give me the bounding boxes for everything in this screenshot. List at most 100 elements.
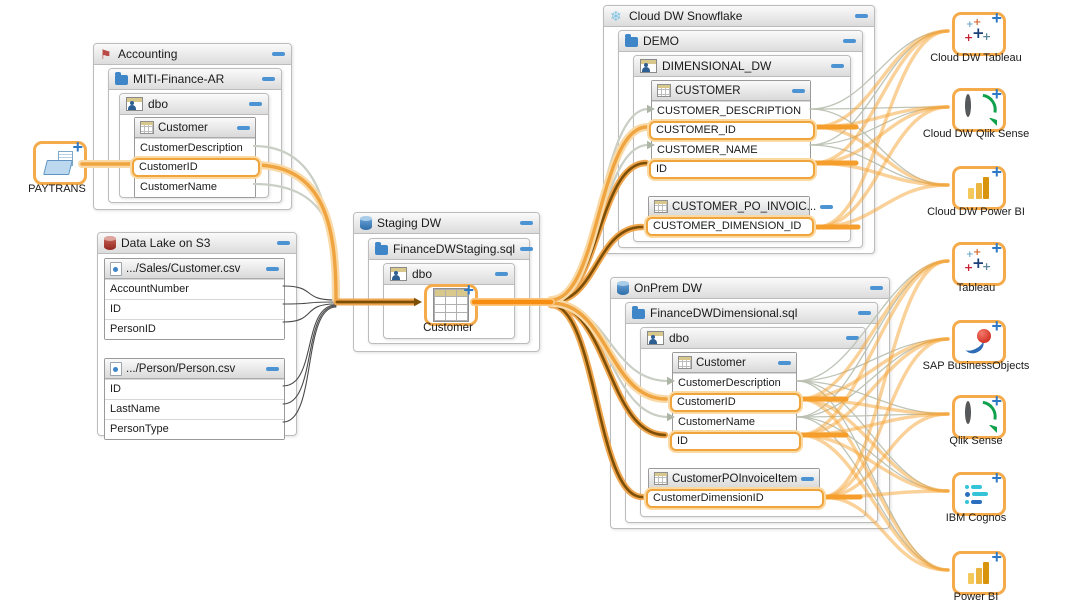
tableau-icon: +++++ bbox=[964, 247, 992, 274]
add-icon[interactable]: + bbox=[991, 391, 1002, 411]
field-customerid[interactable]: CustomerID bbox=[670, 393, 801, 412]
field-customerdimensionid[interactable]: CustomerDimensionID bbox=[646, 489, 824, 508]
add-icon[interactable]: + bbox=[991, 468, 1002, 488]
box-dimensional-dw-header[interactable]: DIMENSIONAL_DW bbox=[634, 56, 850, 77]
node-ibm-cognos[interactable]: + bbox=[952, 468, 1006, 516]
collapse-icon[interactable] bbox=[820, 204, 834, 209]
node-cloud-dw-power-bi[interactable]: + bbox=[952, 162, 1006, 210]
group-cloud-dw-snowflake-header[interactable]: ❄ Cloud DW Snowflake bbox=[604, 6, 874, 27]
add-icon[interactable]: + bbox=[991, 8, 1002, 28]
field-customer-name[interactable]: CUSTOMER_NAME bbox=[652, 140, 810, 160]
field-id[interactable]: ID bbox=[649, 160, 815, 179]
field-customerdescription[interactable]: CustomerDescription bbox=[135, 138, 255, 158]
file-title: .../Person/Person.csv bbox=[126, 362, 236, 375]
node-label: IBM Cognos bbox=[945, 512, 1007, 524]
collapse-icon[interactable] bbox=[846, 336, 859, 340]
field-lastname[interactable]: LastName bbox=[105, 399, 284, 419]
group-datalake-title: Data Lake on S3 bbox=[121, 236, 211, 250]
node-sap-businessobjects[interactable]: + bbox=[952, 316, 1006, 364]
qlik-sense-icon bbox=[965, 94, 993, 123]
paytrans-node[interactable]: + bbox=[33, 137, 87, 185]
node-cloud-dw-tableau[interactable]: +++++ + bbox=[952, 8, 1006, 56]
node-cloud-dw-qlik-sense[interactable]: + bbox=[952, 84, 1006, 132]
field-id[interactable]: ID bbox=[105, 299, 284, 319]
node-qlik-sense[interactable]: + bbox=[952, 391, 1006, 439]
field-customername[interactable]: CustomerName bbox=[673, 412, 796, 432]
staging-customer-label: Customer bbox=[423, 322, 473, 334]
collapse-icon[interactable] bbox=[495, 272, 508, 276]
add-icon[interactable]: + bbox=[991, 316, 1002, 336]
table-customerpoinvoiceitem-header[interactable]: CustomerPOInvoiceItem bbox=[649, 469, 819, 489]
field-accountnumber[interactable]: AccountNumber bbox=[105, 279, 284, 299]
node-label: Qlik Sense bbox=[949, 435, 1003, 447]
field-id[interactable]: ID bbox=[670, 432, 801, 451]
table-accounting-customer-header[interactable]: Customer bbox=[135, 118, 255, 138]
node-power-bi[interactable]: + bbox=[952, 547, 1006, 595]
group-cloud-dw-title: Cloud DW Snowflake bbox=[629, 9, 743, 23]
group-accounting-header[interactable]: ⚑ Accounting bbox=[94, 44, 291, 65]
dimensional-dw-title: DIMENSIONAL_DW bbox=[662, 59, 772, 73]
group-datalake-header[interactable]: Data Lake on S3 bbox=[98, 233, 296, 254]
power-bi-icon bbox=[965, 560, 993, 586]
box-financedwdimensional-header[interactable]: FinanceDWDimensional.sql bbox=[626, 303, 877, 324]
node-label: Tableau bbox=[956, 282, 996, 294]
schema-icon bbox=[126, 97, 143, 111]
box-onprem-dbo-header[interactable]: dbo bbox=[641, 328, 865, 349]
collapse-icon[interactable] bbox=[778, 360, 791, 365]
add-icon[interactable]: + bbox=[991, 547, 1002, 567]
field-customerid[interactable]: CustomerID bbox=[132, 158, 260, 177]
box-demo-header[interactable]: DEMO bbox=[619, 31, 862, 52]
collapse-icon[interactable] bbox=[792, 88, 805, 93]
add-icon[interactable]: + bbox=[991, 84, 1002, 104]
folder-icon bbox=[115, 72, 128, 85]
staging-customer-table-node[interactable]: + bbox=[424, 280, 478, 326]
csv-file-icon bbox=[110, 261, 122, 276]
node-label: Cloud DW Qlik Sense bbox=[922, 128, 1030, 140]
add-icon[interactable]: + bbox=[72, 137, 83, 157]
box-accounting-dbo-header[interactable]: dbo bbox=[120, 94, 268, 115]
collapse-icon[interactable] bbox=[272, 52, 285, 56]
group-onprem-dw-header[interactable]: OnPrem DW bbox=[611, 278, 889, 299]
collapse-icon[interactable] bbox=[801, 476, 815, 481]
collapse-icon[interactable] bbox=[520, 221, 533, 225]
node-tableau[interactable]: +++++ + bbox=[952, 238, 1006, 286]
table-cloud-customer-header[interactable]: CUSTOMER bbox=[652, 81, 810, 101]
collapse-icon[interactable] bbox=[870, 286, 883, 290]
add-icon[interactable]: + bbox=[991, 238, 1002, 258]
add-icon[interactable]: + bbox=[991, 162, 1002, 182]
table-onprem-customer-header[interactable]: Customer bbox=[673, 353, 796, 373]
group-staging-dw-title: Staging DW bbox=[377, 216, 442, 230]
collapse-icon[interactable] bbox=[855, 14, 868, 18]
field-customer-dimension-id[interactable]: CUSTOMER_DIMENSION_ID bbox=[646, 217, 814, 236]
box-financedwstaging-header[interactable]: FinanceDWStaging.sql bbox=[369, 239, 534, 260]
box-miti-finance-ar-header[interactable]: MITI-Finance-AR bbox=[109, 69, 281, 90]
collapse-icon[interactable] bbox=[237, 125, 250, 130]
table-icon bbox=[654, 472, 668, 485]
group-staging-dw-header[interactable]: Staging DW bbox=[354, 213, 539, 234]
collapse-icon[interactable] bbox=[266, 266, 279, 271]
field-customername[interactable]: CustomerName bbox=[135, 177, 255, 197]
field-customer-id[interactable]: CUSTOMER_ID bbox=[649, 121, 815, 140]
collapse-icon[interactable] bbox=[249, 102, 262, 106]
collapse-icon[interactable] bbox=[831, 64, 844, 68]
add-icon[interactable]: + bbox=[463, 280, 474, 300]
database-icon bbox=[360, 215, 372, 230]
table-person-person-csv-header[interactable]: .../Person/Person.csv bbox=[105, 359, 284, 379]
field-personid[interactable]: PersonID bbox=[105, 319, 284, 339]
table-cloud-customer-po-invoice-header[interactable]: CUSTOMER_PO_INVOIC... bbox=[649, 197, 834, 217]
collapse-icon[interactable] bbox=[266, 366, 279, 371]
box-staging-dbo-header[interactable]: dbo bbox=[384, 264, 514, 285]
field-persontype[interactable]: PersonType bbox=[105, 419, 284, 439]
field-customer-description[interactable]: CUSTOMER_DESCRIPTION bbox=[652, 101, 810, 121]
accounting-app-icon: ⚑ bbox=[100, 46, 112, 62]
collapse-icon[interactable] bbox=[520, 247, 534, 251]
file-title: .../Sales/Customer.csv bbox=[126, 262, 241, 275]
collapse-icon[interactable] bbox=[277, 241, 290, 245]
collapse-icon[interactable] bbox=[858, 311, 871, 315]
collapse-icon[interactable] bbox=[843, 39, 856, 43]
collapse-icon[interactable] bbox=[262, 77, 275, 81]
field-customerdescription[interactable]: CustomerDescription bbox=[673, 373, 796, 393]
field-id[interactable]: ID bbox=[105, 379, 284, 399]
accounting-dbo-title: dbo bbox=[148, 97, 169, 111]
table-sales-customer-csv-header[interactable]: .../Sales/Customer.csv bbox=[105, 259, 284, 279]
